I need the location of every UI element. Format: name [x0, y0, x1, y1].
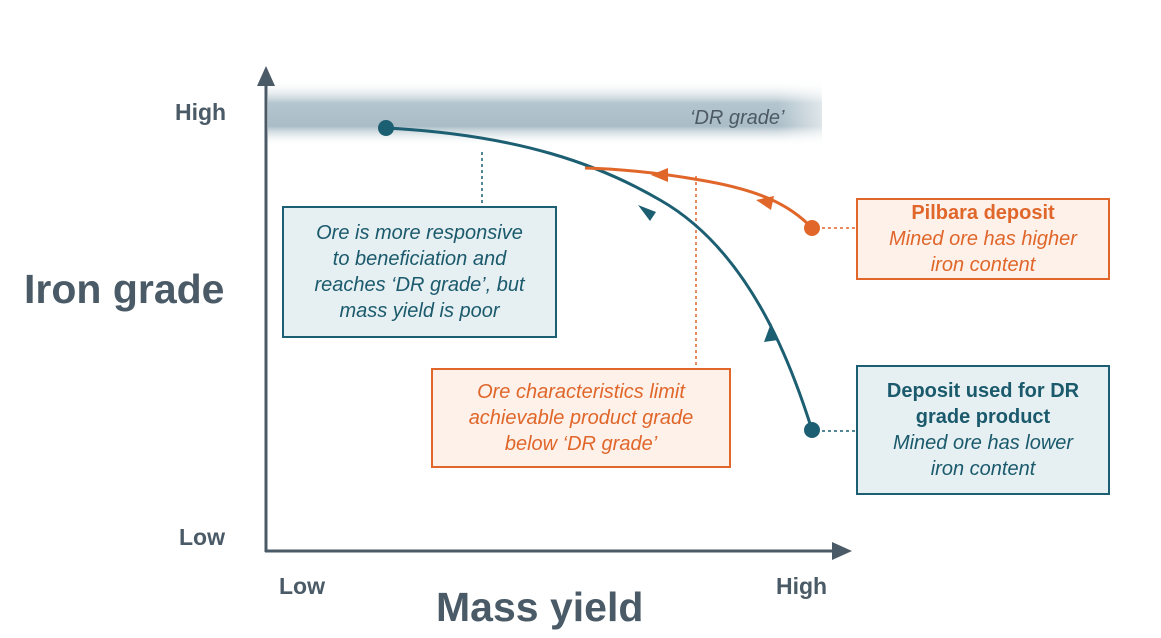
dr-deposit-title-1: Deposit used for DR	[886, 380, 1080, 402]
dr-deposit-title-2: grade product	[915, 406, 1051, 428]
limit-line-2: achievable product grade	[468, 407, 694, 429]
limit-line-3: below ‘DR grade’	[504, 433, 658, 455]
ore-limit-callout: Ore characteristics limit achievable pro…	[431, 368, 731, 468]
pilbara-line-1: Mined ore has higher	[889, 228, 1077, 250]
x-axis-high-label: High	[776, 573, 828, 599]
responsive-line-3: reaches ‘DR grade’, but	[314, 274, 525, 296]
dr-deposit-line-2: iron content	[930, 458, 1036, 480]
responsive-ore-callout: Ore is more responsive to beneficiation …	[282, 206, 557, 338]
dr-grade-band-label: ‘DR grade’	[690, 107, 785, 129]
y-axis-low-label: Low	[179, 524, 225, 550]
dr-deposit-arrow-lower	[764, 323, 778, 342]
pilbara-arrow-left	[651, 168, 668, 182]
x-axis-arrowhead	[832, 542, 852, 560]
y-axis-high-label: High	[175, 99, 227, 125]
dr-deposit-line-1: Mined ore has lower	[892, 432, 1074, 454]
y-axis-arrowhead	[257, 66, 275, 86]
dr-deposit-start-point	[804, 422, 820, 438]
responsive-line-2: to beneficiation and	[332, 248, 507, 270]
x-axis-title: Mass yield	[436, 584, 644, 630]
dr-deposit-callout: Deposit used for DR grade product Mined …	[856, 365, 1110, 495]
pilbara-deposit-callout: Pilbara deposit Mined ore has higher iro…	[856, 198, 1110, 280]
dr-deposit-end-point	[378, 120, 394, 136]
y-axis-title: Iron grade	[24, 266, 225, 312]
x-axis-low-label: Low	[279, 573, 325, 599]
pilbara-title: Pilbara deposit	[911, 202, 1055, 224]
dr-deposit-curve	[385, 126, 814, 431]
responsive-line-4: mass yield is poor	[339, 300, 500, 322]
pilbara-curve	[584, 166, 814, 230]
limit-line-1: Ore characteristics limit	[477, 381, 685, 403]
pilbara-start-point	[804, 220, 820, 236]
pilbara-line-2: iron content	[930, 254, 1036, 276]
dr-deposit-arrow-upper	[638, 205, 656, 221]
pilbara-arrow-right	[756, 196, 774, 210]
responsive-line-1: Ore is more responsive	[316, 222, 523, 244]
